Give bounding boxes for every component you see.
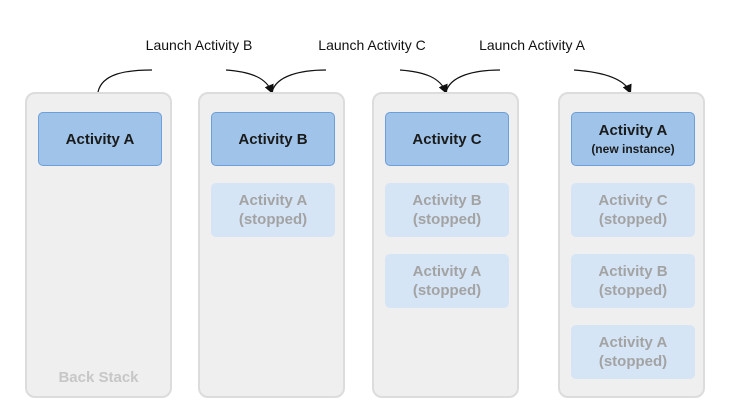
launch-label-line2: Activity A [528,37,585,53]
launch-arrow-from-stack-3 [445,69,501,93]
launch-arrow-to-stack-3 [399,69,448,95]
card-state: (stopped) [598,211,668,228]
card-title: Activity A [598,122,668,139]
activity-card-active: Activity A [38,112,162,166]
activity-card-stopped: Activity C (stopped) [571,183,695,237]
launch-arrow-from-stack-2 [271,69,327,93]
launch-label-1: Launch Activity B [144,36,254,55]
card-title: Activity B [412,192,482,209]
activity-card-stopped: Activity A (stopped) [571,325,695,379]
launch-label-line1: Launch [145,37,192,53]
activity-card-active: Activity C [385,112,509,166]
activity-card-stopped: Activity A (stopped) [211,183,335,237]
activity-card-stopped: Activity B (stopped) [571,254,695,308]
card-state: (stopped) [412,211,482,228]
card-title: Activity C [598,192,668,209]
activity-card-stopped: Activity B (stopped) [385,183,509,237]
card-title: Activity B [598,263,668,280]
launch-arrow-to-stack-2 [225,69,274,95]
card-title: Activity A [65,130,135,148]
card-state: (new instance) [591,142,675,156]
launch-label-3: Launch Activity A [477,36,587,55]
stack-1: Activity A Back Stack [25,92,172,398]
launch-label-line1: Launch [479,37,525,53]
card-state: (stopped) [598,353,668,370]
launch-arrow-from-stack-1 [97,69,153,93]
back-stack-label: Back Stack [58,369,139,386]
activity-card-stopped: Activity A (stopped) [385,254,509,308]
card-title: Activity A [598,334,668,351]
card-state: (stopped) [598,282,668,299]
card-title: Activity C [412,130,482,148]
card-title: Activity A [238,192,308,209]
launch-label-line1: Launch [318,37,365,53]
card-state: (stopped) [412,282,482,299]
activity-card-active: Activity B [211,112,335,166]
launch-label-2: Launch Activity C [317,36,427,55]
card-title: Activity B [238,130,308,148]
card-title: Activity A [412,263,482,280]
launch-label-line2: Activity B [194,37,253,53]
stack-2: Activity B Activity A (stopped) [198,92,345,398]
card-state: (stopped) [238,211,308,228]
launch-label-line2: Activity C [367,37,426,53]
activity-card-active: Activity A (new instance) [571,112,695,166]
stack-3: Activity C Activity B (stopped) Activity… [372,92,519,398]
launch-arrow-to-stack-4 [573,69,632,95]
stack-4: Activity A (new instance) Activity C (st… [558,92,705,398]
